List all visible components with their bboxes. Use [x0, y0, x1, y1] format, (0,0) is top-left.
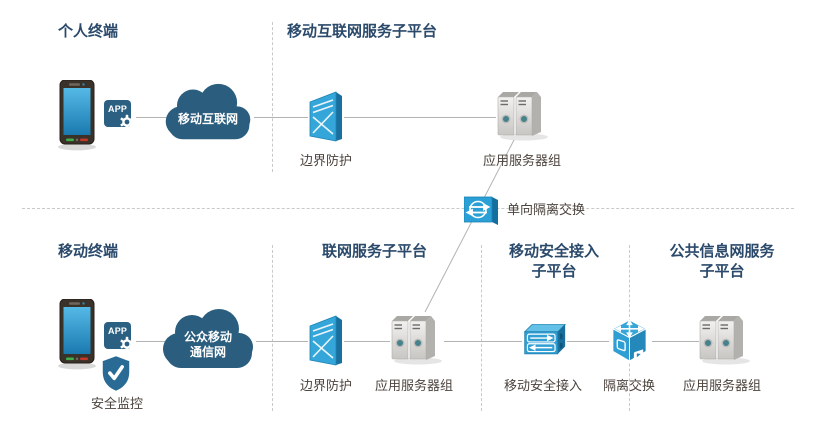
connector-cloud-firewall-bottom	[256, 341, 308, 342]
divider-vertical-bottom-2	[481, 245, 482, 411]
gear-icon	[120, 336, 134, 352]
connector-servers-secure-access	[444, 341, 522, 342]
section-title-network-platform: 联网服务子平台	[322, 243, 428, 260]
gear-icon	[120, 114, 134, 130]
server-group-icon-public	[696, 312, 752, 366]
divider-vertical-bottom-1	[272, 245, 273, 411]
one-way-exchange-label: 单向隔离交换	[507, 202, 586, 217]
app-icon-bottom: APP	[104, 322, 134, 352]
connector-phone-cloud-bottom	[136, 341, 167, 342]
app-icon-text: APP	[108, 326, 128, 336]
section-title-mobile-terminal: 移动终端	[58, 243, 119, 260]
connector-exchange-servers	[652, 341, 699, 342]
server-group-icon-network	[388, 312, 444, 366]
mobile-internet-cloud-icon: 移动互联网	[160, 82, 256, 144]
isolation-exchange-icon	[607, 318, 652, 365]
section-title-personal-terminal: 个人终端	[58, 23, 119, 40]
firewall-label-bottom: 边界防护	[299, 378, 352, 393]
smartphone-icon	[55, 80, 99, 152]
cloud-label: 移动互联网	[177, 111, 238, 126]
section-title-mobile-internet-platform: 移动互联网服务子平台	[287, 23, 438, 40]
firewall-label-top: 边界防护	[299, 153, 352, 168]
app-icon: APP	[104, 100, 134, 130]
connector-firewall-servers-top	[344, 117, 496, 118]
server-group-icon-top	[494, 88, 550, 142]
isolation-exchange-label: 隔离交换	[602, 378, 655, 393]
servers-label-top: 应用服务器组	[482, 153, 561, 168]
app-icon-text: APP	[108, 104, 128, 114]
connector-cloud-firewall-top	[254, 117, 308, 118]
section-title-public-info-platform: 公共信息网服务 子平台	[669, 243, 775, 280]
one-way-exchange-icon	[464, 194, 500, 225]
servers-label-public: 应用服务器组	[682, 378, 761, 393]
firewall-icon-top	[306, 90, 346, 146]
divider-vertical-top	[272, 22, 273, 172]
secure-access-label: 移动安全接入	[503, 378, 582, 393]
divider-horizontal-middle	[22, 208, 794, 209]
servers-label-network: 应用服务器组	[374, 378, 453, 393]
connector-firewall-servers-bottom	[344, 341, 390, 342]
section-title-secure-access-platform: 移动安全接入 子平台	[508, 243, 599, 280]
connector-secure-access-exchange	[567, 341, 609, 342]
connector-phone-cloud-top	[136, 117, 167, 118]
shield-label: 安全监控	[90, 396, 143, 411]
secure-access-device-icon	[521, 322, 567, 360]
public-mobile-network-cloud-icon: 公众移动 通信网	[158, 306, 258, 374]
cloud-label: 公众移动 通信网	[183, 330, 232, 359]
smartphone-icon-bottom	[55, 299, 99, 371]
firewall-icon-bottom	[306, 314, 346, 370]
shield-check-icon	[101, 355, 131, 392]
